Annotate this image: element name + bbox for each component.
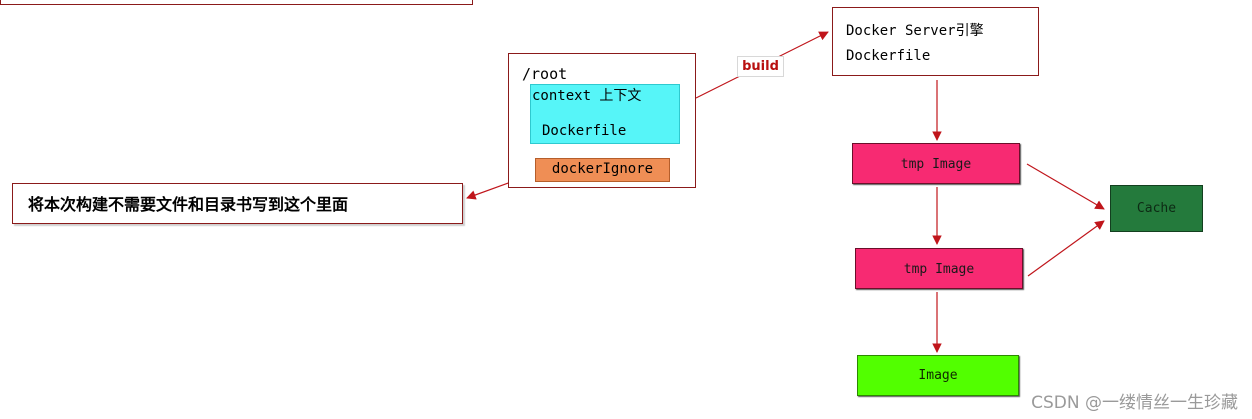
tmp-image-box-2: tmp Image: [855, 248, 1023, 289]
arrow-tmp2-to-cache: [1027, 220, 1105, 277]
docker-server-dockerfile: Dockerfile: [846, 48, 931, 64]
build-label: build: [737, 56, 784, 77]
context-label: context 上下文: [532, 88, 642, 104]
docker-ignore-note: 将本次构建不需要文件和目录书写到这个里面: [12, 183, 463, 224]
docker-ignore-box: dockerIgnore: [535, 158, 670, 182]
docker-server-title: Docker Server引擎: [846, 23, 984, 39]
context-box: context 上下文 Dockerfile: [530, 84, 680, 144]
arrow-tmp1-to-cache: [1026, 163, 1105, 210]
root-box: /root context 上下文 Dockerfile dockerIgnor…: [508, 53, 696, 188]
cropped-box-edge: [0, 0, 473, 5]
final-image-box: Image: [857, 355, 1019, 396]
cache-box: Cache: [1110, 185, 1203, 232]
dockerfile-label: Dockerfile: [542, 123, 627, 139]
tmp-image-box-1: tmp Image: [852, 143, 1020, 184]
watermark: CSDN @一缕情丝一生珍藏: [1031, 393, 1238, 413]
docker-server-box: Docker Server引擎 Dockerfile: [832, 7, 1039, 76]
root-label: /root: [522, 65, 568, 83]
